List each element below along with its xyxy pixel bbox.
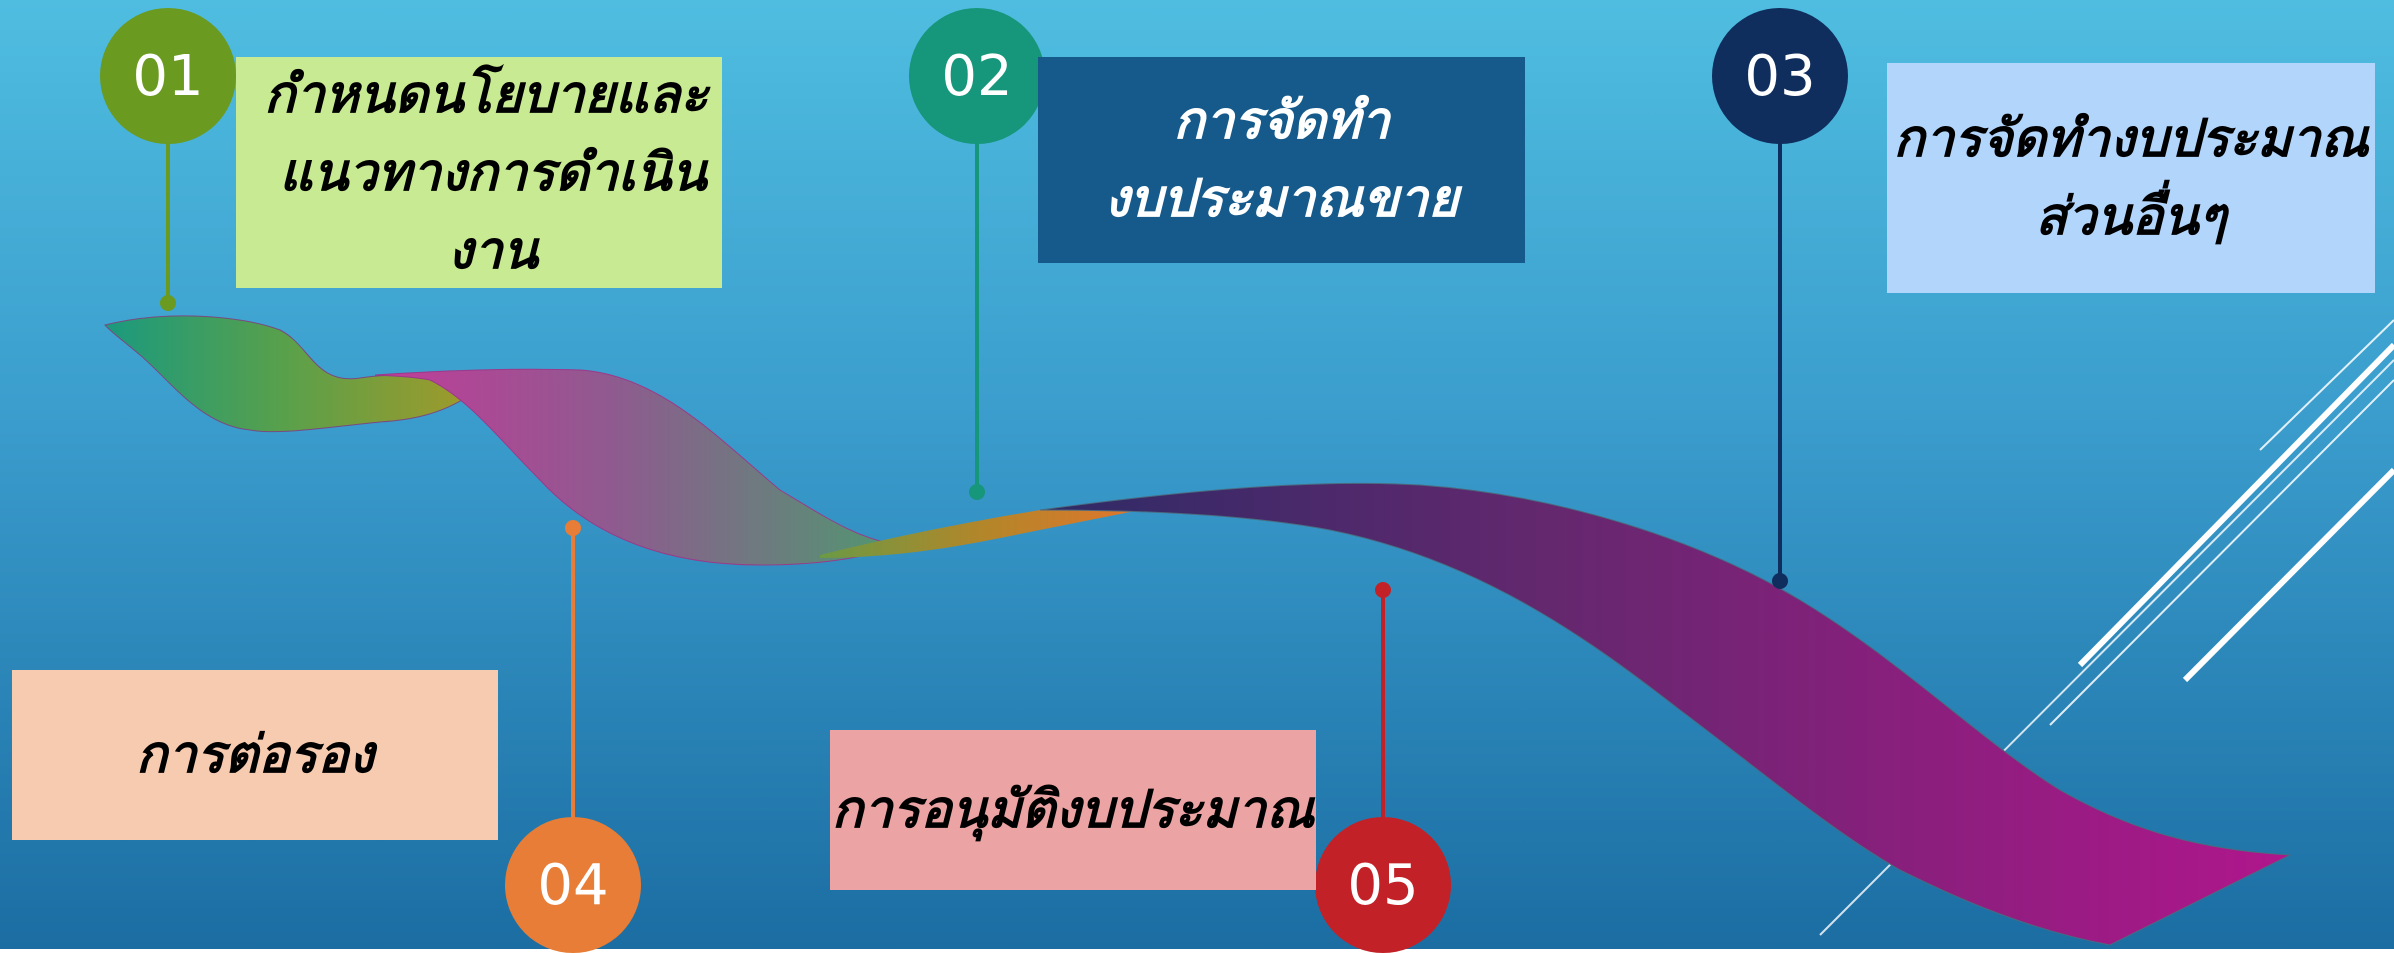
step-01-badge: 01 [100, 8, 236, 144]
step-03-label-box: การจัดทำงบประมาณ ส่วนอื่นๆ [1887, 63, 2375, 293]
step-01-number: 01 [132, 43, 204, 109]
step-01-connector [166, 140, 170, 302]
step-03-anchor-dot [1772, 573, 1788, 589]
step-01-line-2: แนวทางการดำเนินงาน [279, 141, 707, 281]
step-05-label-box: การอนุมัติงบประมาณ [830, 730, 1316, 890]
step-02-line-1: การจัดทำ [1173, 90, 1390, 151]
step-02-number: 02 [941, 43, 1013, 109]
step-02-badge: 02 [909, 8, 1045, 144]
step-04-badge: 04 [505, 817, 641, 953]
step-03-number: 03 [1744, 43, 1816, 109]
step-05-number: 05 [1347, 852, 1419, 918]
step-03-badge: 03 [1712, 8, 1848, 144]
step-05-line-1: การอนุมัติงบประมาณ [831, 779, 1315, 840]
step-01-anchor-dot [160, 295, 176, 311]
step-05-connector [1381, 590, 1385, 818]
step-03-connector [1778, 140, 1782, 580]
step-02-label-box: การจัดทำ งบประมาณขาย [1038, 57, 1525, 263]
step-04-label-box: การต่อรอง [12, 670, 498, 840]
step-04-number: 04 [537, 852, 609, 918]
step-02-connector [975, 140, 979, 492]
step-01-line-1: กำหนดนโยบายและ [264, 63, 709, 125]
step-05-badge: 05 [1315, 817, 1451, 953]
step-03-line-2: ส่วนอื่นๆ [2035, 186, 2227, 247]
step-04-connector [571, 528, 575, 818]
step-01-label-box: กำหนดนโยบายและ แนวทางการดำเนินงาน [236, 57, 722, 288]
step-02-anchor-dot [969, 484, 985, 500]
step-02-line-2: งบประมาณขาย [1104, 168, 1459, 229]
step-03-line-1: การจัดทำงบประมาณ [1893, 108, 2369, 169]
step-04-line-1: การต่อรอง [135, 724, 375, 785]
